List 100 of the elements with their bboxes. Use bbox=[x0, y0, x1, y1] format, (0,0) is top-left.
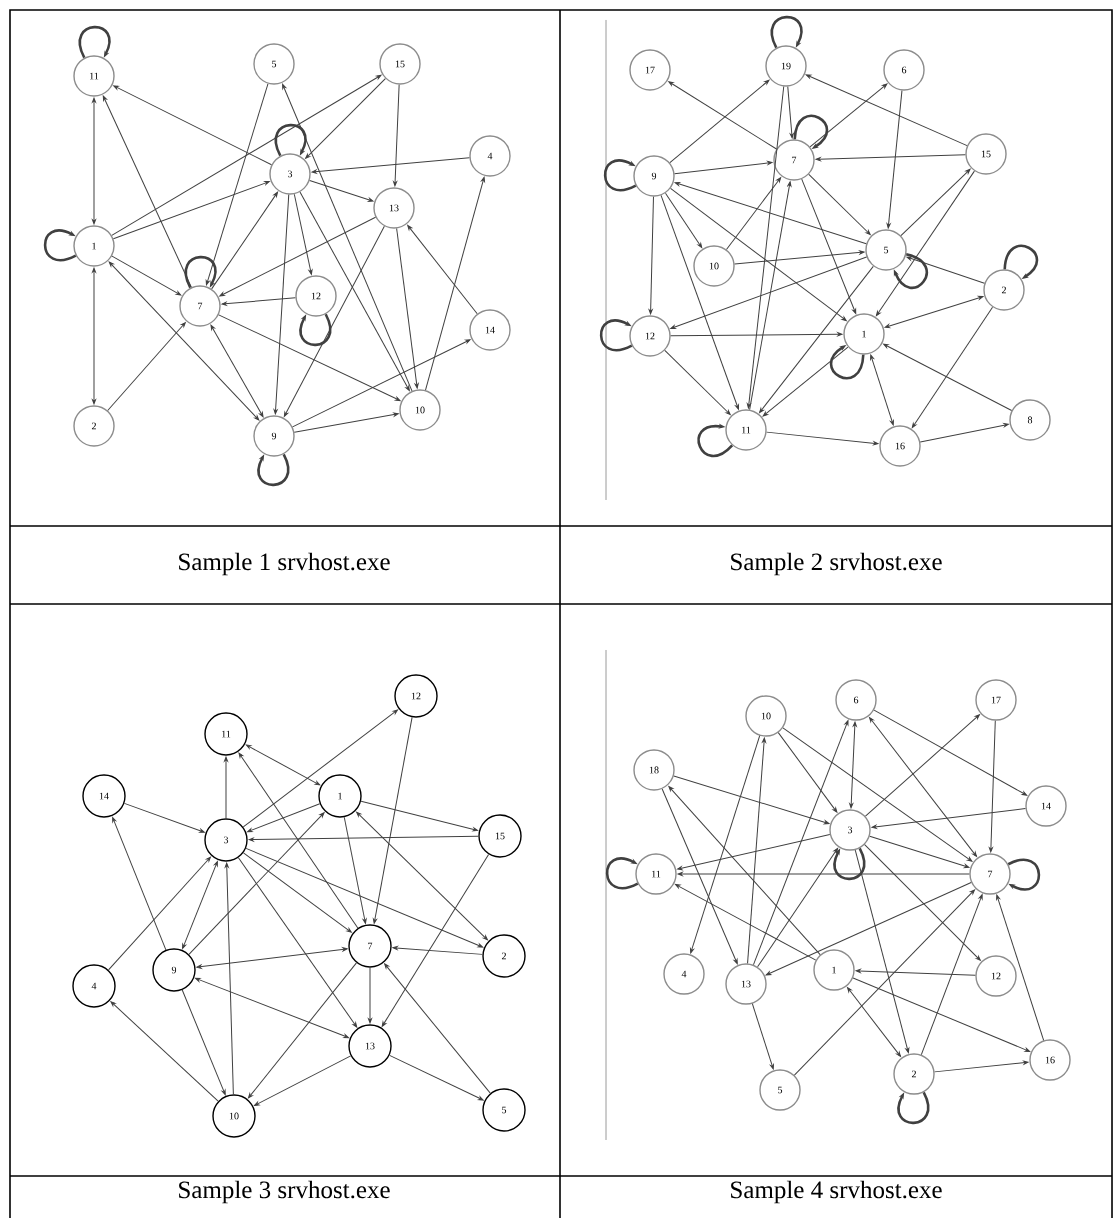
arrow bbox=[805, 74, 968, 147]
arrow bbox=[224, 756, 228, 819]
arrow bbox=[182, 860, 218, 949]
arrow bbox=[749, 181, 792, 411]
arrow bbox=[911, 306, 993, 429]
arrow bbox=[393, 84, 400, 187]
caption: Sample 3 srvhost.exe bbox=[179, 1180, 390, 1204]
arrow bbox=[238, 752, 359, 929]
arrow bbox=[762, 346, 849, 417]
self-loop-arrow bbox=[606, 857, 639, 890]
arrow bbox=[674, 182, 867, 245]
arrow bbox=[919, 423, 1009, 443]
arrow bbox=[224, 862, 234, 1095]
arrow bbox=[677, 834, 831, 871]
arrow bbox=[934, 1060, 1029, 1073]
self-loop-arrow bbox=[600, 319, 633, 352]
self-loop-arrow bbox=[274, 124, 307, 157]
arrow bbox=[747, 737, 767, 964]
arrow bbox=[425, 176, 485, 391]
arrow bbox=[988, 720, 996, 853]
arrow bbox=[906, 256, 985, 284]
arrow bbox=[815, 154, 966, 162]
arrow bbox=[396, 228, 419, 389]
arrow bbox=[111, 74, 382, 236]
arrow bbox=[384, 963, 491, 1094]
arrow bbox=[670, 332, 843, 337]
arrow bbox=[181, 989, 226, 1096]
arrow bbox=[282, 83, 413, 392]
arrow bbox=[211, 191, 279, 290]
arrow bbox=[864, 844, 981, 961]
arrow bbox=[746, 86, 785, 409]
arrow bbox=[309, 179, 374, 202]
arrow bbox=[92, 267, 96, 405]
arrow bbox=[759, 265, 874, 413]
arrow bbox=[293, 193, 313, 275]
arrow bbox=[108, 856, 211, 971]
arrow bbox=[111, 255, 182, 296]
arrow bbox=[372, 716, 413, 924]
arrow bbox=[247, 803, 321, 833]
arrow bbox=[237, 857, 358, 1028]
arrow bbox=[883, 343, 1013, 411]
arrow bbox=[854, 849, 910, 1054]
arrow bbox=[766, 431, 879, 446]
self-loop-arrow bbox=[257, 453, 290, 486]
arrow bbox=[855, 969, 976, 976]
arrow bbox=[112, 816, 167, 951]
arrow bbox=[675, 884, 817, 961]
arrow bbox=[668, 81, 777, 150]
arrow bbox=[389, 1054, 484, 1101]
arrow bbox=[273, 194, 290, 415]
arrow bbox=[254, 1055, 352, 1106]
self-loop-arrow bbox=[833, 847, 866, 880]
arrow bbox=[245, 847, 484, 948]
arrow bbox=[293, 412, 399, 433]
arrow bbox=[668, 785, 821, 956]
arrow bbox=[112, 181, 270, 240]
arrow bbox=[218, 314, 401, 402]
arrow bbox=[808, 173, 871, 235]
arrow bbox=[751, 1003, 774, 1070]
arrow bbox=[311, 157, 470, 174]
arrow bbox=[210, 324, 264, 418]
arrow bbox=[852, 977, 1031, 1052]
arrow bbox=[920, 894, 983, 1056]
self-loop-arrow bbox=[604, 159, 637, 192]
arrow bbox=[734, 250, 865, 265]
arrow bbox=[113, 85, 272, 166]
arrow bbox=[196, 947, 348, 969]
arrow bbox=[195, 977, 349, 1039]
self-loop-arrow bbox=[770, 16, 803, 49]
self-loop-arrow bbox=[893, 253, 928, 289]
arrow bbox=[757, 847, 839, 968]
arrow bbox=[299, 191, 410, 392]
arrow bbox=[753, 720, 849, 966]
arrow bbox=[670, 187, 847, 322]
self-loop-arrow bbox=[184, 256, 217, 289]
arrow bbox=[782, 727, 973, 862]
arrow bbox=[660, 194, 739, 410]
arrow bbox=[900, 168, 971, 237]
self-loop-arrow bbox=[897, 1091, 930, 1124]
arrow bbox=[368, 967, 372, 1024]
arrow bbox=[793, 889, 976, 1076]
arrow bbox=[726, 177, 782, 250]
arrow bbox=[245, 744, 321, 786]
arrow bbox=[884, 295, 984, 329]
arrow bbox=[661, 788, 738, 965]
caption: Sample 2 srvhost.exe bbox=[731, 552, 942, 576]
arrow bbox=[873, 709, 1028, 796]
arrow bbox=[674, 161, 773, 175]
arrow bbox=[809, 83, 888, 148]
arrow bbox=[648, 196, 654, 315]
arrow bbox=[188, 812, 325, 955]
arrow bbox=[381, 853, 490, 1027]
arrow bbox=[247, 962, 357, 1099]
arrow bbox=[110, 1001, 219, 1102]
arrow bbox=[670, 256, 868, 329]
arrow bbox=[407, 224, 478, 315]
arrow bbox=[292, 339, 471, 428]
arrow bbox=[677, 872, 970, 876]
arrow bbox=[92, 97, 96, 225]
arrow bbox=[102, 95, 192, 288]
